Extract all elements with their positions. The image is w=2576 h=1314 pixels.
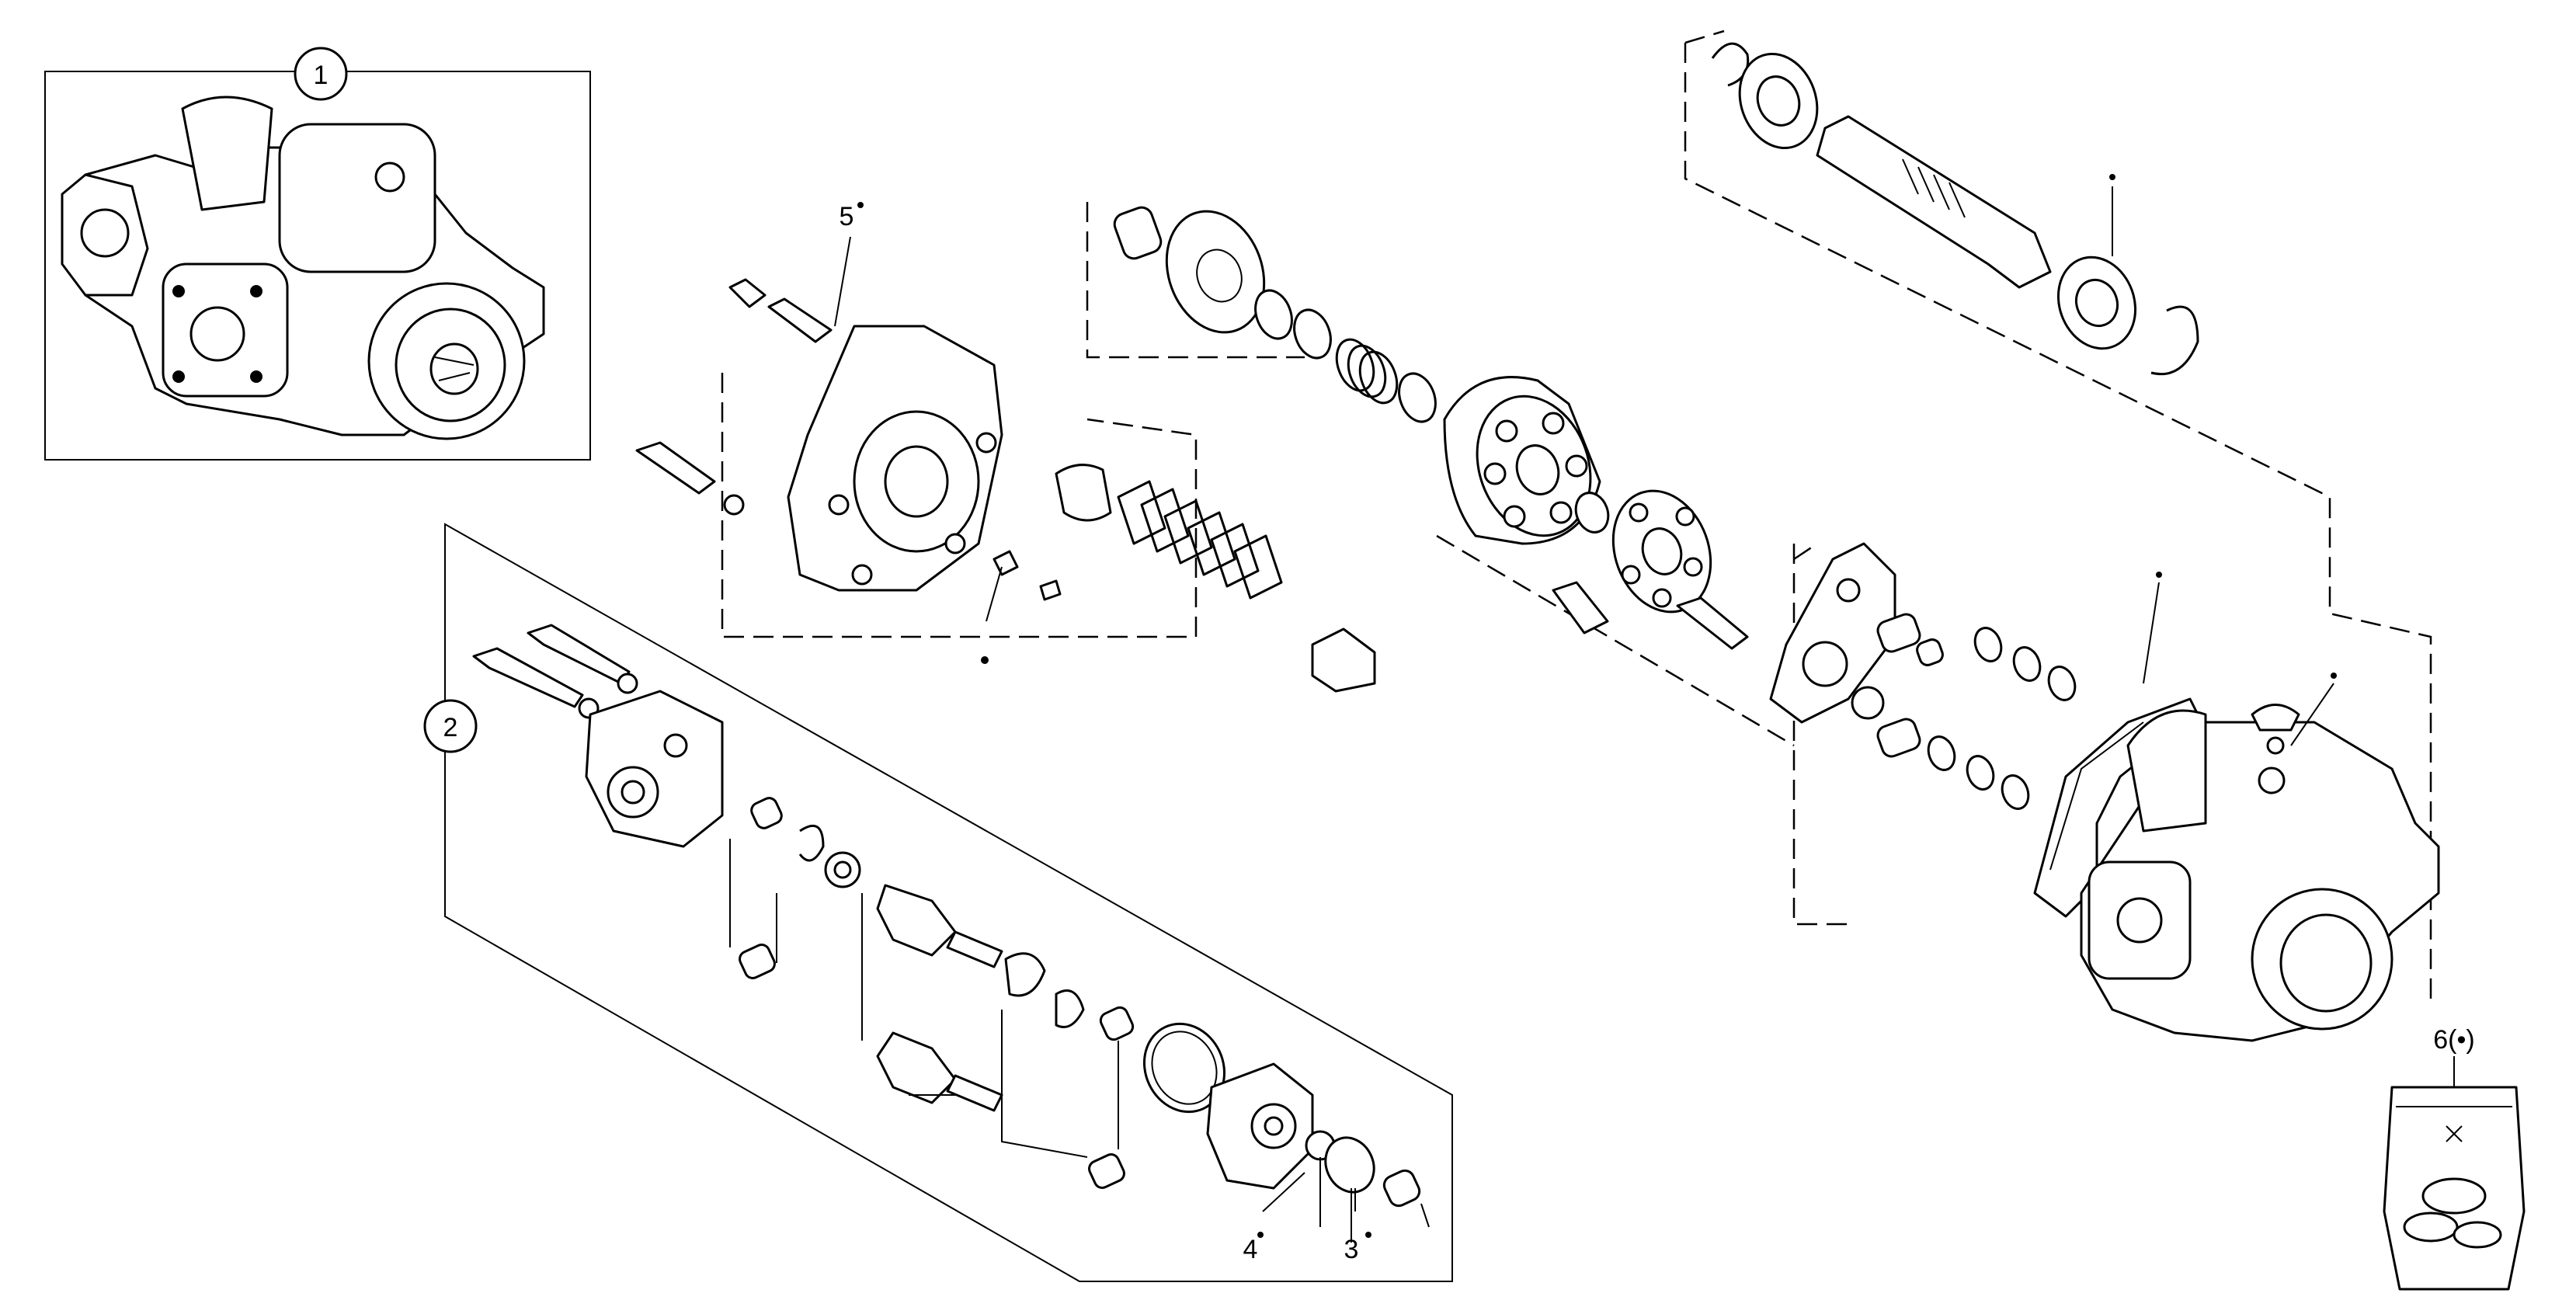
swash-plate-group [1769, 542, 2077, 926]
gear-pump-group: 2 4 [423, 523, 1453, 1282]
callout-5-label: 5 [840, 202, 854, 231]
callout-1-circle[interactable] [294, 47, 348, 101]
compensator-group: 5 [635, 202, 1376, 693]
group-5-outline [721, 373, 1198, 638]
callout-3-label: 3 [1344, 1235, 1359, 1264]
callout-4-label: 4 [1243, 1235, 1258, 1264]
group-2-outline [444, 523, 1453, 1282]
shaft-group-outline [1684, 30, 2432, 1002]
callout-6-label: 6(•) [2433, 1025, 2474, 1055]
callout-1-label: 1 [314, 61, 329, 90]
callout-2-label: 2 [443, 713, 458, 742]
inset-assembled-pump: 1 [44, 47, 591, 461]
callout-2-circle[interactable] [423, 699, 478, 753]
shaft-group [1684, 30, 2432, 1002]
seal-kit-bag[interactable]: 6(•) [2383, 1025, 2526, 1291]
main-housing [2033, 572, 2440, 1042]
rotating-group [1086, 202, 1795, 747]
